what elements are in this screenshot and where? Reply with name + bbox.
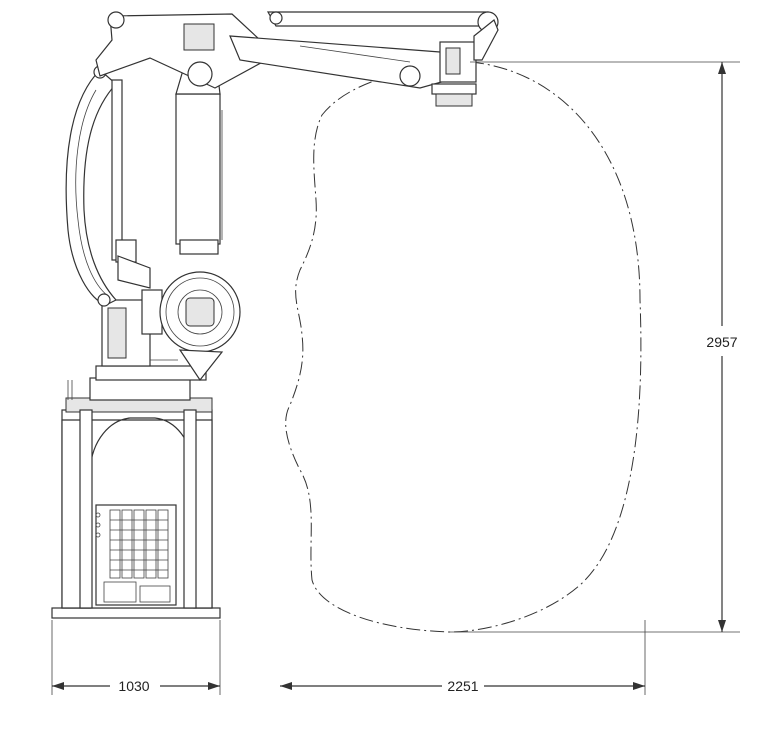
robot-base (51, 377, 221, 619)
upper-rocker (95, 11, 271, 89)
height-label: 2957 (706, 334, 737, 350)
reach-dimension: 2251 (280, 620, 646, 695)
reach-label: 2251 (447, 678, 478, 694)
base-width-label: 1030 (118, 678, 149, 694)
wrist-flange (431, 19, 499, 107)
work-envelope-outline (285, 61, 642, 633)
base-width-dimension: 1030 (51, 620, 221, 695)
lower-arm (175, 59, 223, 255)
parallel-linkage (65, 65, 151, 307)
height-dimension: 2957 (450, 61, 740, 633)
axis2-gear-housing (159, 271, 241, 382)
robot-column (95, 289, 207, 381)
